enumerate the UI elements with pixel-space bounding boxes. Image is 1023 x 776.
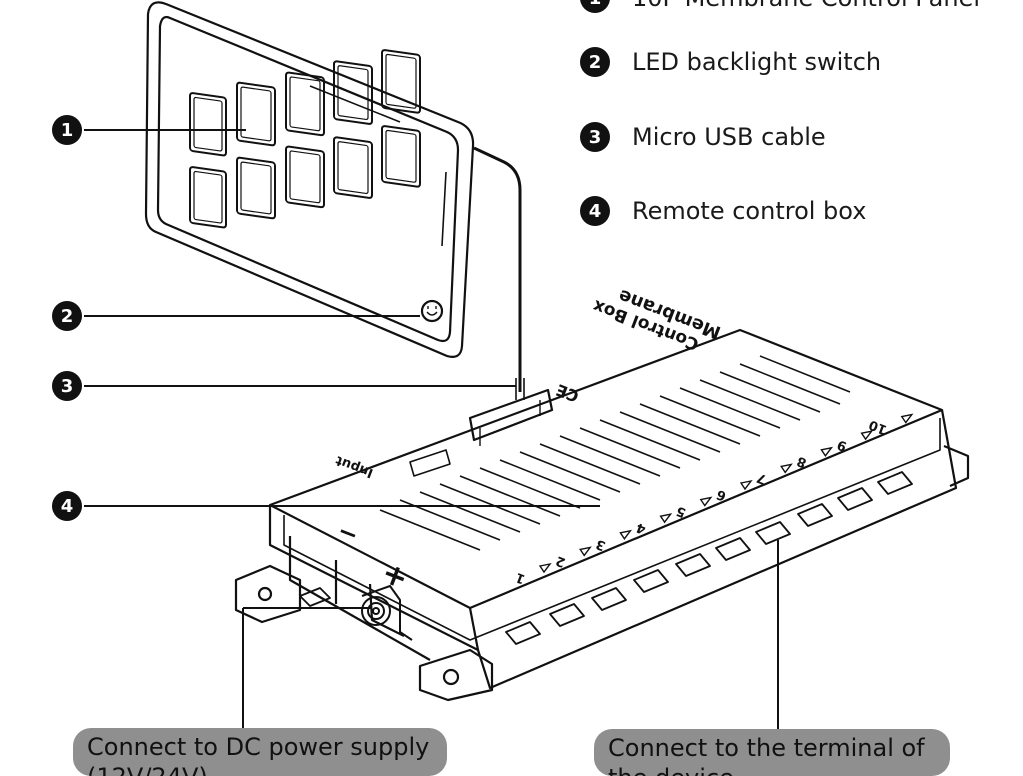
leader-lines <box>84 129 779 730</box>
callout-3: 3 <box>52 371 82 401</box>
box-minus-label: − <box>333 517 362 550</box>
legend-item-3: 3 Micro USB cable <box>580 119 826 155</box>
terminal-arrow-6 <box>739 479 753 491</box>
terminal-arrow-9 <box>860 430 874 441</box>
terminal-arrow-4 <box>659 513 673 524</box>
legend-label: Micro USB cable <box>632 123 826 151</box>
legend-number: 2 <box>580 47 610 77</box>
terminal-arrow-2 <box>579 546 592 557</box>
callout-2: 2 <box>52 301 82 331</box>
remote-control-box <box>234 328 970 702</box>
dc-power-connector <box>361 585 413 641</box>
power-supply-note-text: Connect to DC power supply (12V/24V) <box>87 733 430 776</box>
legend-label: Remote control box <box>632 197 867 225</box>
legend-number: 1 <box>580 0 610 13</box>
legend-item-2: 2 LED backlight switch <box>580 44 881 80</box>
legend-label: LED backlight switch <box>632 48 882 76</box>
box-input-label: Input <box>334 452 376 480</box>
terminal-arrow-3 <box>619 529 633 541</box>
membrane-control-panel <box>144 1 475 358</box>
terminal-arrow-7 <box>780 463 793 474</box>
terminal-arrow-10 <box>900 413 914 424</box>
terminal-note-text: Connect to the terminal of the device <box>608 734 925 776</box>
callout-1: 1 <box>52 115 82 145</box>
power-supply-note: Connect to DC power supply (12V/24V) <box>73 728 447 776</box>
terminal-arrow-8 <box>820 446 834 458</box>
legend-number: 4 <box>580 196 610 226</box>
terminal-row <box>299 471 913 645</box>
led-backlight-switch-icon <box>420 299 444 323</box>
legend-item-4: 4 Remote control box <box>580 193 866 229</box>
heat-sink-ribs <box>379 355 851 551</box>
terminal-note: Connect to the terminal of the device <box>594 729 950 776</box>
terminal-arrow-5 <box>699 496 713 507</box>
terminal-label-10: 10 <box>867 416 889 436</box>
legend-label: 10P Membrane Control Panel <box>632 0 980 12</box>
legend-number: 3 <box>580 122 610 152</box>
box-ce-mark: CE <box>553 380 581 406</box>
micro-usb-cable <box>473 146 522 392</box>
legend-item-1: 1 10P Membrane Control Panel <box>580 0 980 16</box>
callout-4: 4 <box>52 491 82 521</box>
panel-switch-buttons <box>189 49 421 229</box>
terminal-arrow-1 <box>538 562 552 574</box>
